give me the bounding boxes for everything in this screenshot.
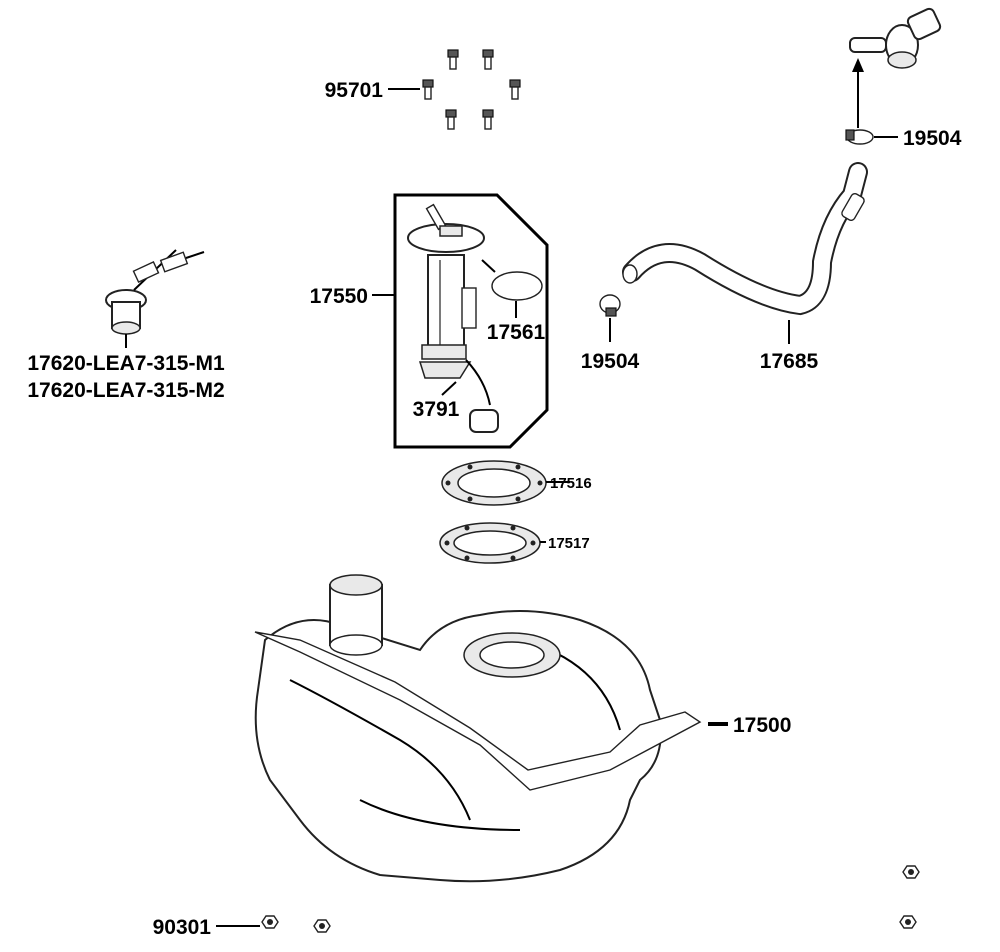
packing-icon: [439, 522, 541, 564]
nut-icon: [902, 865, 920, 879]
hose-collar-icon: [841, 193, 865, 221]
label-17561: 17561: [487, 321, 546, 344]
label-19504-lower: 19504: [581, 350, 640, 373]
flow-arrow-head: [852, 58, 864, 72]
set-plate-icon: [441, 460, 547, 506]
label-17620-m1: 17620-LEA7-315-M1: [27, 352, 225, 375]
label-17685: 17685: [760, 350, 819, 373]
label-3791: 3791: [413, 398, 460, 421]
bolt-group: [422, 49, 521, 130]
nut-icon: [899, 915, 917, 929]
bolt-icon: [422, 79, 434, 100]
label-17550: 17550: [310, 285, 368, 308]
bolt-icon: [447, 49, 459, 70]
pump-gasket-pointer: [481, 259, 496, 273]
clamp-lower-icon: [599, 294, 621, 317]
fuel-pump-icon: [407, 203, 499, 433]
fuel-pump-frame: [393, 193, 549, 449]
label-19504-upper: 19504: [903, 127, 962, 150]
label-17517: 17517: [548, 535, 590, 552]
pump-gasket-icon: [491, 271, 543, 301]
label-17516: 17516: [550, 475, 592, 492]
label-95701: 95701: [325, 79, 384, 102]
clamp-upper-icon: [845, 129, 874, 145]
label-90301: 90301: [153, 916, 212, 939]
fuel-tank-icon: [254, 574, 702, 883]
bolt-icon: [482, 109, 494, 130]
nut-icon: [261, 915, 279, 929]
hose-end-icon: [622, 264, 638, 284]
ignition-key-icon: [105, 249, 205, 335]
bolt-icon: [482, 49, 494, 70]
label-17500: 17500: [733, 714, 791, 737]
fuel-hose-fill: [624, 164, 866, 314]
label-17620-m2: 17620-LEA7-315-M2: [27, 379, 224, 402]
nut-icon: [313, 919, 331, 933]
bolt-icon: [445, 109, 457, 130]
vent-valve-icon: [849, 7, 942, 69]
filter-leader-line: [441, 381, 457, 396]
bolt-icon: [509, 79, 521, 100]
